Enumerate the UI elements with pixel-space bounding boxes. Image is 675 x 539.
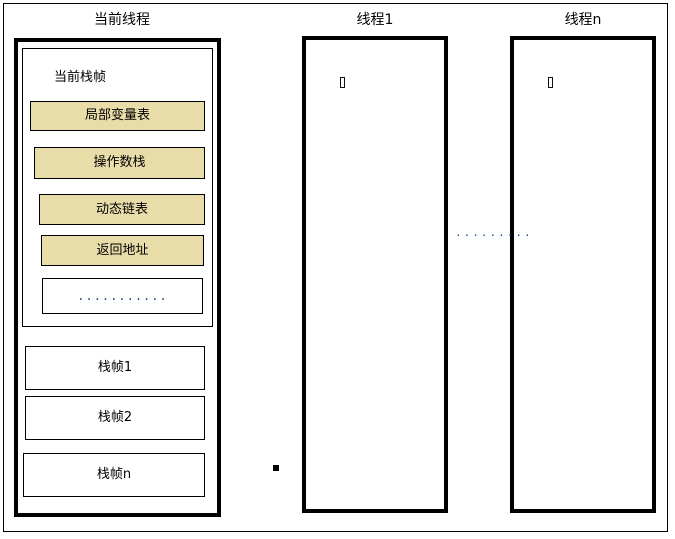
- thread-1-stack-box: [302, 36, 448, 513]
- column-caption-thread-1: 线程1: [356, 12, 394, 28]
- stack-frame-2[interactable]: 栈帧2: [25, 396, 205, 440]
- frame-slot-label: 局部变量表: [84, 108, 150, 123]
- frame-slot-label: 动态链表: [95, 201, 148, 217]
- thread-n-stack-box: [510, 36, 656, 513]
- stack-frame-label: 栈帧2: [97, 410, 133, 425]
- frame-slot-label: 操作数栈: [93, 155, 146, 170]
- frame-slot-return-address[interactable]: 返回地址: [41, 235, 204, 266]
- stack-frame-label: 栈帧1: [97, 360, 133, 375]
- frame-slot-operand-stack[interactable]: 操作数栈: [34, 147, 205, 179]
- current-stack-frame-title: 当前栈帧: [54, 70, 107, 85]
- frame-slot-label: 返回地址: [96, 242, 149, 258]
- frame-slot-ellipsis[interactable]: ...........: [42, 278, 203, 314]
- square-marker-icon: [273, 465, 279, 471]
- stack-frame-n[interactable]: 栈帧n: [23, 453, 205, 497]
- column-caption-thread-n: 线程n: [564, 12, 602, 28]
- stack-frame-1[interactable]: 栈帧1: [25, 346, 205, 390]
- stack-frame-label: 栈帧n: [96, 467, 132, 482]
- missing-glyph-icon: [340, 77, 345, 88]
- horizontal-ellipsis-icon: .........: [455, 226, 533, 239]
- frame-slot-local-variable-table[interactable]: 局部变量表: [30, 101, 205, 131]
- missing-glyph-icon: [548, 77, 553, 88]
- frame-slot-dynamic-link[interactable]: 动态链表: [39, 194, 205, 225]
- ellipsis-icon: ...........: [77, 289, 168, 303]
- column-caption-current-thread: 当前线程: [94, 12, 150, 28]
